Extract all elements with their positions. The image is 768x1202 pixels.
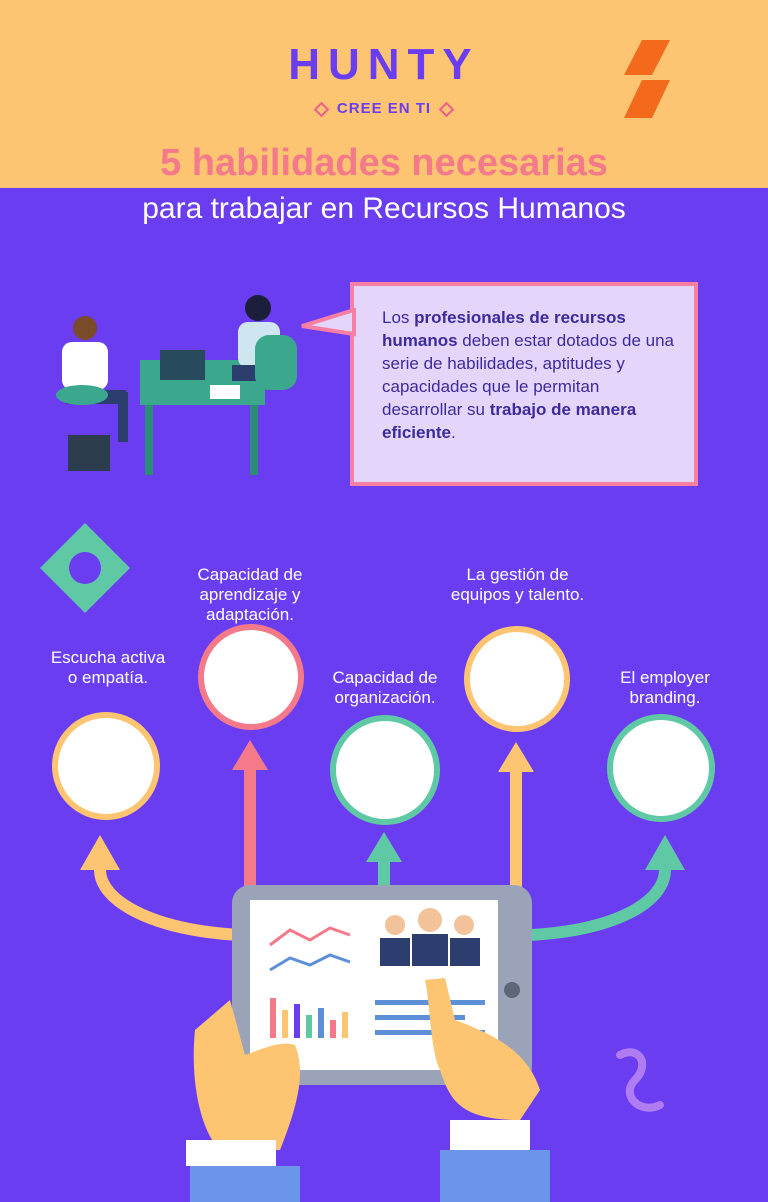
skill-3-circle bbox=[330, 715, 440, 825]
page-title: 5 habilidades necesarias bbox=[160, 142, 608, 184]
skill-1-circle bbox=[52, 712, 160, 820]
skill-4-circle bbox=[464, 626, 570, 732]
page-subtitle: para trabajar en Recursos Humanos bbox=[142, 192, 626, 225]
intro-bubble: Los profesionales de recursos humanos de… bbox=[350, 282, 698, 486]
skill-3-label: Capacidad de organización. bbox=[332, 668, 438, 707]
skill-5-circle bbox=[607, 714, 715, 822]
skill-2-circle bbox=[198, 624, 304, 730]
diamond-icon bbox=[313, 101, 330, 117]
brand-logo: HUNTY bbox=[288, 40, 480, 89]
bubble-tail bbox=[301, 308, 356, 337]
skill-4-label: La gestión de equipos y talento. bbox=[450, 565, 585, 604]
bolt-logo-icon bbox=[624, 40, 670, 118]
brand-tagline: CREE EN TI bbox=[0, 100, 768, 117]
diamond-icon bbox=[438, 101, 455, 117]
header-band: HUNTY CREE EN TI bbox=[0, 0, 768, 188]
diamond-decoration-icon bbox=[40, 523, 130, 613]
skill-1-label: Escucha activa o empatía. bbox=[50, 648, 166, 687]
skill-5-label: El employer branding. bbox=[620, 668, 710, 707]
skill-2-label: Capacidad de aprendizaje y adaptación. bbox=[197, 565, 303, 624]
